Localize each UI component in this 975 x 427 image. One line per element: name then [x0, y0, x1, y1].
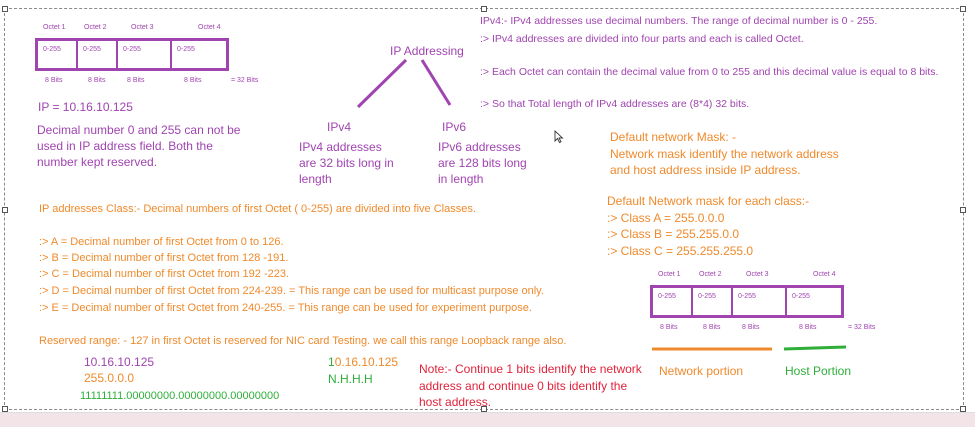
- octet-boxes: 0-255 0-255 0-255 0-255: [35, 38, 229, 71]
- ipv4-info-line-1: IPv4:- IPv4 addresses use decimal number…: [480, 15, 878, 27]
- ipv6-desc-line-2: are 128 bits long: [438, 156, 527, 170]
- ipv4-desc-line-1: IPv4 addresses: [299, 140, 382, 154]
- mask-title: Default network Mask: -: [610, 130, 737, 144]
- note-line-2: address and continue 0 bits identify the: [419, 379, 628, 393]
- reserved-range-line: Reserved range: - 127 in first Octet is …: [39, 335, 567, 347]
- bits-label-2-b: 8 Bits: [703, 324, 721, 331]
- bits-label-4: 8 Bits: [184, 77, 202, 84]
- status-bar: [0, 412, 975, 427]
- portion-underlines: [652, 345, 847, 351]
- octet-header-4-b: Octet 4: [813, 271, 836, 278]
- ipv4-desc-line-2: are 32 bits long in: [299, 156, 394, 170]
- ip-addressing-title: IP Addressing: [390, 44, 464, 58]
- resize-handle-top-right[interactable]: [960, 6, 966, 12]
- octet-header-2: Octet 2: [84, 24, 107, 31]
- mouse-cursor-icon: [554, 130, 564, 144]
- bits-label-4-b: 8 Bits: [799, 324, 817, 331]
- ipv4-info-line-3: :> Each Octet can contain the decimal va…: [480, 66, 939, 78]
- octet-cell-2: 0-255: [78, 41, 118, 68]
- mask-class-a: :> Class A = 255.0.0.0: [607, 211, 725, 225]
- octet-cell-4-b: 0-255: [792, 293, 810, 300]
- branch-lines: [356, 58, 452, 109]
- octet-cell-3: 0-255: [118, 41, 172, 68]
- class-d-line: :> D = Decimal number of first Octet fro…: [39, 285, 544, 297]
- reserved-note-line-3: number kept reserved.: [37, 155, 158, 169]
- class-a-line: :> A = Decimal number of first Octet fro…: [39, 236, 284, 248]
- class-e-line: :> E = Decimal number of first Octet fro…: [39, 302, 532, 314]
- mask-desc-line-2: and host address inside IP address.: [610, 163, 801, 177]
- ip-example: IP = 10.16.10.125: [38, 100, 133, 114]
- host-portion-label: Host Portion: [785, 364, 852, 378]
- mask-class-title: Default Network mask for each class:-: [607, 194, 810, 208]
- class-b-line: :> B = Decimal number of first Octet fro…: [39, 252, 289, 264]
- ipv4-info-line-4: :> So that Total length of IPv4 addresse…: [480, 98, 750, 110]
- resize-handle-left[interactable]: [2, 207, 8, 213]
- ipv6-desc-line-3: in length: [438, 172, 484, 186]
- example-nhhh: N.H.H.H: [328, 372, 373, 386]
- total-bits-label: = 32 Bits: [231, 77, 259, 84]
- example-ip-split: 10.16.10.125: [328, 355, 399, 369]
- note-line-1: Note:- Continue 1 bits identify the netw…: [419, 362, 642, 376]
- class-c-line: :> C = Decimal number of first Octet fro…: [39, 268, 290, 280]
- bits-label-1: 8 Bits: [45, 77, 63, 84]
- example-mask: 255.0.0.0: [84, 371, 135, 385]
- reserved-note-line-2: used in IP address field. Both the: [37, 139, 213, 153]
- octet-header-3-b: Octet 3: [746, 271, 769, 278]
- octet-header-1: Octet 1: [43, 24, 66, 31]
- octet-header-2-b: Octet 2: [699, 271, 722, 278]
- octet-cell-4: 0-255: [177, 46, 195, 53]
- branch-line-ipv4: [356, 58, 408, 109]
- classes-title: IP addresses Class:- Decimal numbers of …: [39, 203, 476, 215]
- ipv4-label: IPv4: [327, 120, 352, 134]
- octet-cell-2-b: 0-255: [693, 288, 733, 315]
- resize-handle-bottom[interactable]: [481, 406, 487, 412]
- resize-handle-top[interactable]: [481, 6, 487, 12]
- octet-cell-3-b: 0-255: [733, 288, 787, 315]
- ipv4-info-line-2: :> IPv4 addresses are divided into four …: [480, 33, 804, 45]
- bits-label-3-b: 8 Bits: [742, 324, 760, 331]
- reserved-note-line-1: Decimal number 0 and 255 can not be: [37, 123, 241, 137]
- example-ip: 10.16.10.125: [84, 355, 155, 369]
- ipv6-desc-line-1: IPv6 addresses: [438, 140, 521, 154]
- resize-handle-bottom-left[interactable]: [2, 406, 8, 412]
- ipv6-label: IPv6: [442, 120, 467, 134]
- resize-handle-top-left[interactable]: [2, 6, 8, 12]
- network-portion-label: Network portion: [659, 364, 744, 378]
- octet-header-4: Octet 4: [198, 24, 221, 31]
- selection-frame[interactable]: [2, 6, 966, 412]
- example-ip-rest: 0.16.10.125: [334, 355, 399, 369]
- octet-boxes-b: 0-255 0-255 0-255 0-255: [650, 285, 844, 318]
- mask-class-c: :> Class C = 255.255.255.0: [607, 244, 754, 258]
- octet-cell-1-b: 0-255: [653, 288, 693, 315]
- octet-cell-1: 0-255: [38, 41, 78, 68]
- octet-header-3: Octet 3: [131, 24, 154, 31]
- branch-line-ipv6: [420, 59, 452, 106]
- octet-header-1-b: Octet 1: [658, 271, 681, 278]
- bits-label-3: 8 Bits: [127, 77, 145, 84]
- note-line-3: host address.: [419, 395, 492, 409]
- resize-handle-right[interactable]: [960, 207, 966, 213]
- ipv4-desc-line-3: length: [299, 172, 332, 186]
- resize-handle-bottom-right[interactable]: [960, 406, 966, 412]
- mask-desc-line-1: Network mask identify the network addres…: [610, 147, 839, 161]
- total-bits-label-b: = 32 Bits: [848, 324, 876, 331]
- bits-label-1-b: 8 Bits: [660, 324, 678, 331]
- bits-label-2: 8 Bits: [88, 77, 106, 84]
- host-underline: [783, 345, 847, 351]
- mask-class-b: :> Class B = 255.255.0.0: [607, 227, 740, 241]
- example-binary: 11111111.00000000.00000000.00000000: [80, 390, 280, 402]
